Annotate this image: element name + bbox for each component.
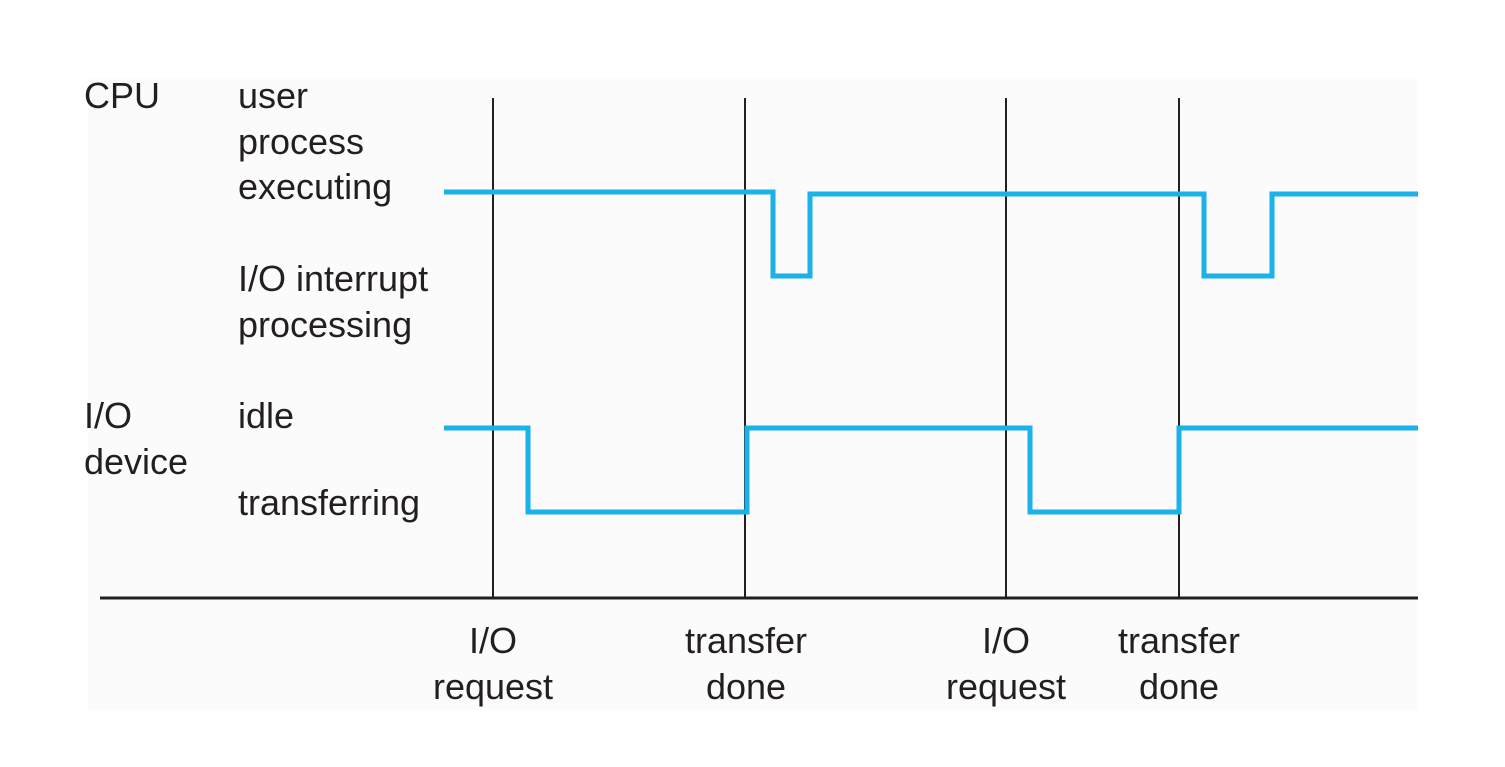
event-label-transfer-done-1-line2: done bbox=[706, 666, 786, 707]
state-user-line2: process bbox=[238, 121, 364, 162]
event-label-io-request-1-line1: I/O bbox=[469, 620, 517, 661]
cpu-signal-trace bbox=[444, 189, 1418, 279]
event-label-transfer-done-2-line1: transfer bbox=[1118, 620, 1240, 661]
state-user-line1: user bbox=[238, 75, 308, 116]
event-label-io-request-1-line2: request bbox=[433, 666, 553, 707]
event-label-transfer-done-2-line2: done bbox=[1139, 666, 1219, 707]
state-idle: idle bbox=[238, 395, 294, 436]
event-label-transfer-done-1-line1: transfer bbox=[685, 620, 807, 661]
state-interrupt-line1: I/O interrupt bbox=[238, 258, 428, 299]
cpu-label: CPU bbox=[84, 75, 160, 116]
state-interrupt-line2: processing bbox=[238, 304, 412, 345]
io-device-label-line2: device bbox=[84, 441, 188, 482]
state-transferring: transferring bbox=[238, 482, 420, 523]
event-label-io-request-2-line2: request bbox=[946, 666, 1066, 707]
state-user-line3: executing bbox=[238, 166, 392, 207]
diagram-panel bbox=[88, 78, 1418, 710]
event-label-io-request-2-line1: I/O bbox=[982, 620, 1030, 661]
io-device-signal-trace bbox=[444, 425, 1418, 515]
io-device-label-line1: I/O bbox=[84, 395, 132, 436]
